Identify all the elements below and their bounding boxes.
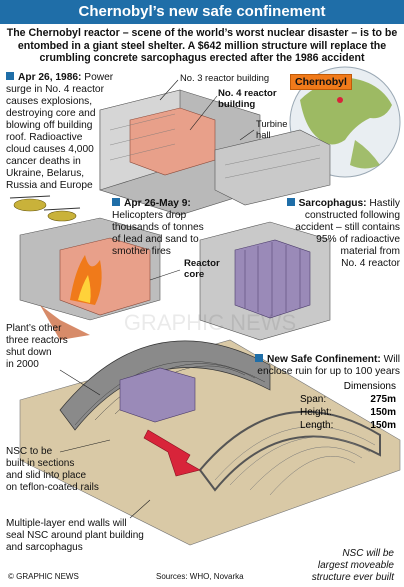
bullet-icon: [286, 198, 295, 206]
label-reactor3: No. 3 reactor building: [180, 72, 270, 83]
helicopter-icon: [9, 195, 81, 222]
label-other-reactors: Plant’s other three reactors shut down i…: [6, 323, 68, 370]
label-nsc-moveable: NSC will be largest moveable structure e…: [311, 548, 394, 583]
plant-building-1986: [99, 89, 331, 216]
footer-credit: © GRAPHIC NEWS: [8, 572, 79, 581]
nsc-dimensions: Dimensions Span:275m Height:150m Length:…: [300, 380, 396, 432]
bullet-icon: [6, 72, 14, 80]
destroyed-building: [19, 217, 161, 340]
dimensions-label: Dimensions: [343, 381, 396, 392]
dimension-row: Span:275m: [300, 394, 396, 405]
section-nsc: New Safe Confinement: Will enclose ruin …: [236, 354, 400, 378]
section-apr26may9-heading: Apr 26-May 9:: [124, 198, 191, 209]
footer-sources: Sources: WHO, Novarka: [156, 572, 244, 581]
intro-text: The Chernobyl reactor – scene of the wor…: [6, 27, 398, 64]
label-nsc-built: NSC to be built in sections and slid int…: [6, 446, 99, 493]
label-reactor4: No. 4 reactor building: [218, 88, 277, 110]
map-tag: Chernobyl: [290, 74, 352, 90]
nsc-arch: [19, 339, 401, 546]
label-reactor-core: Reactor core: [184, 258, 220, 280]
section-apr26: Apr 26, 1986: Power surge in No. 4 react…: [6, 72, 114, 191]
dimension-row: Length:150m: [300, 420, 396, 431]
bullet-icon: [254, 354, 263, 362]
section-sarcophagus-heading: Sarcophagus:: [298, 198, 367, 209]
label-turbine: Turbine hall: [256, 118, 288, 140]
page-title: Chernobyl’s new safe confinement: [0, 0, 404, 24]
watermark-text: GRAPHIC NEWS: [124, 310, 296, 335]
section-apr26may9: Apr 26-May 9: Helicopters drop thousands…: [112, 198, 204, 257]
bullet-icon: [112, 198, 120, 206]
sarcophagus-building: [199, 221, 331, 341]
section-nsc-heading: New Safe Confinement:: [266, 354, 381, 365]
label-end-walls: Multiple-layer end walls will seal NSC a…: [6, 518, 144, 553]
dimension-row: Height:150m: [300, 407, 396, 418]
section-sarcophagus: Sarcophagus: Hastily constructed followi…: [280, 198, 400, 270]
section-apr26-heading: Apr 26, 1986:: [18, 72, 82, 83]
